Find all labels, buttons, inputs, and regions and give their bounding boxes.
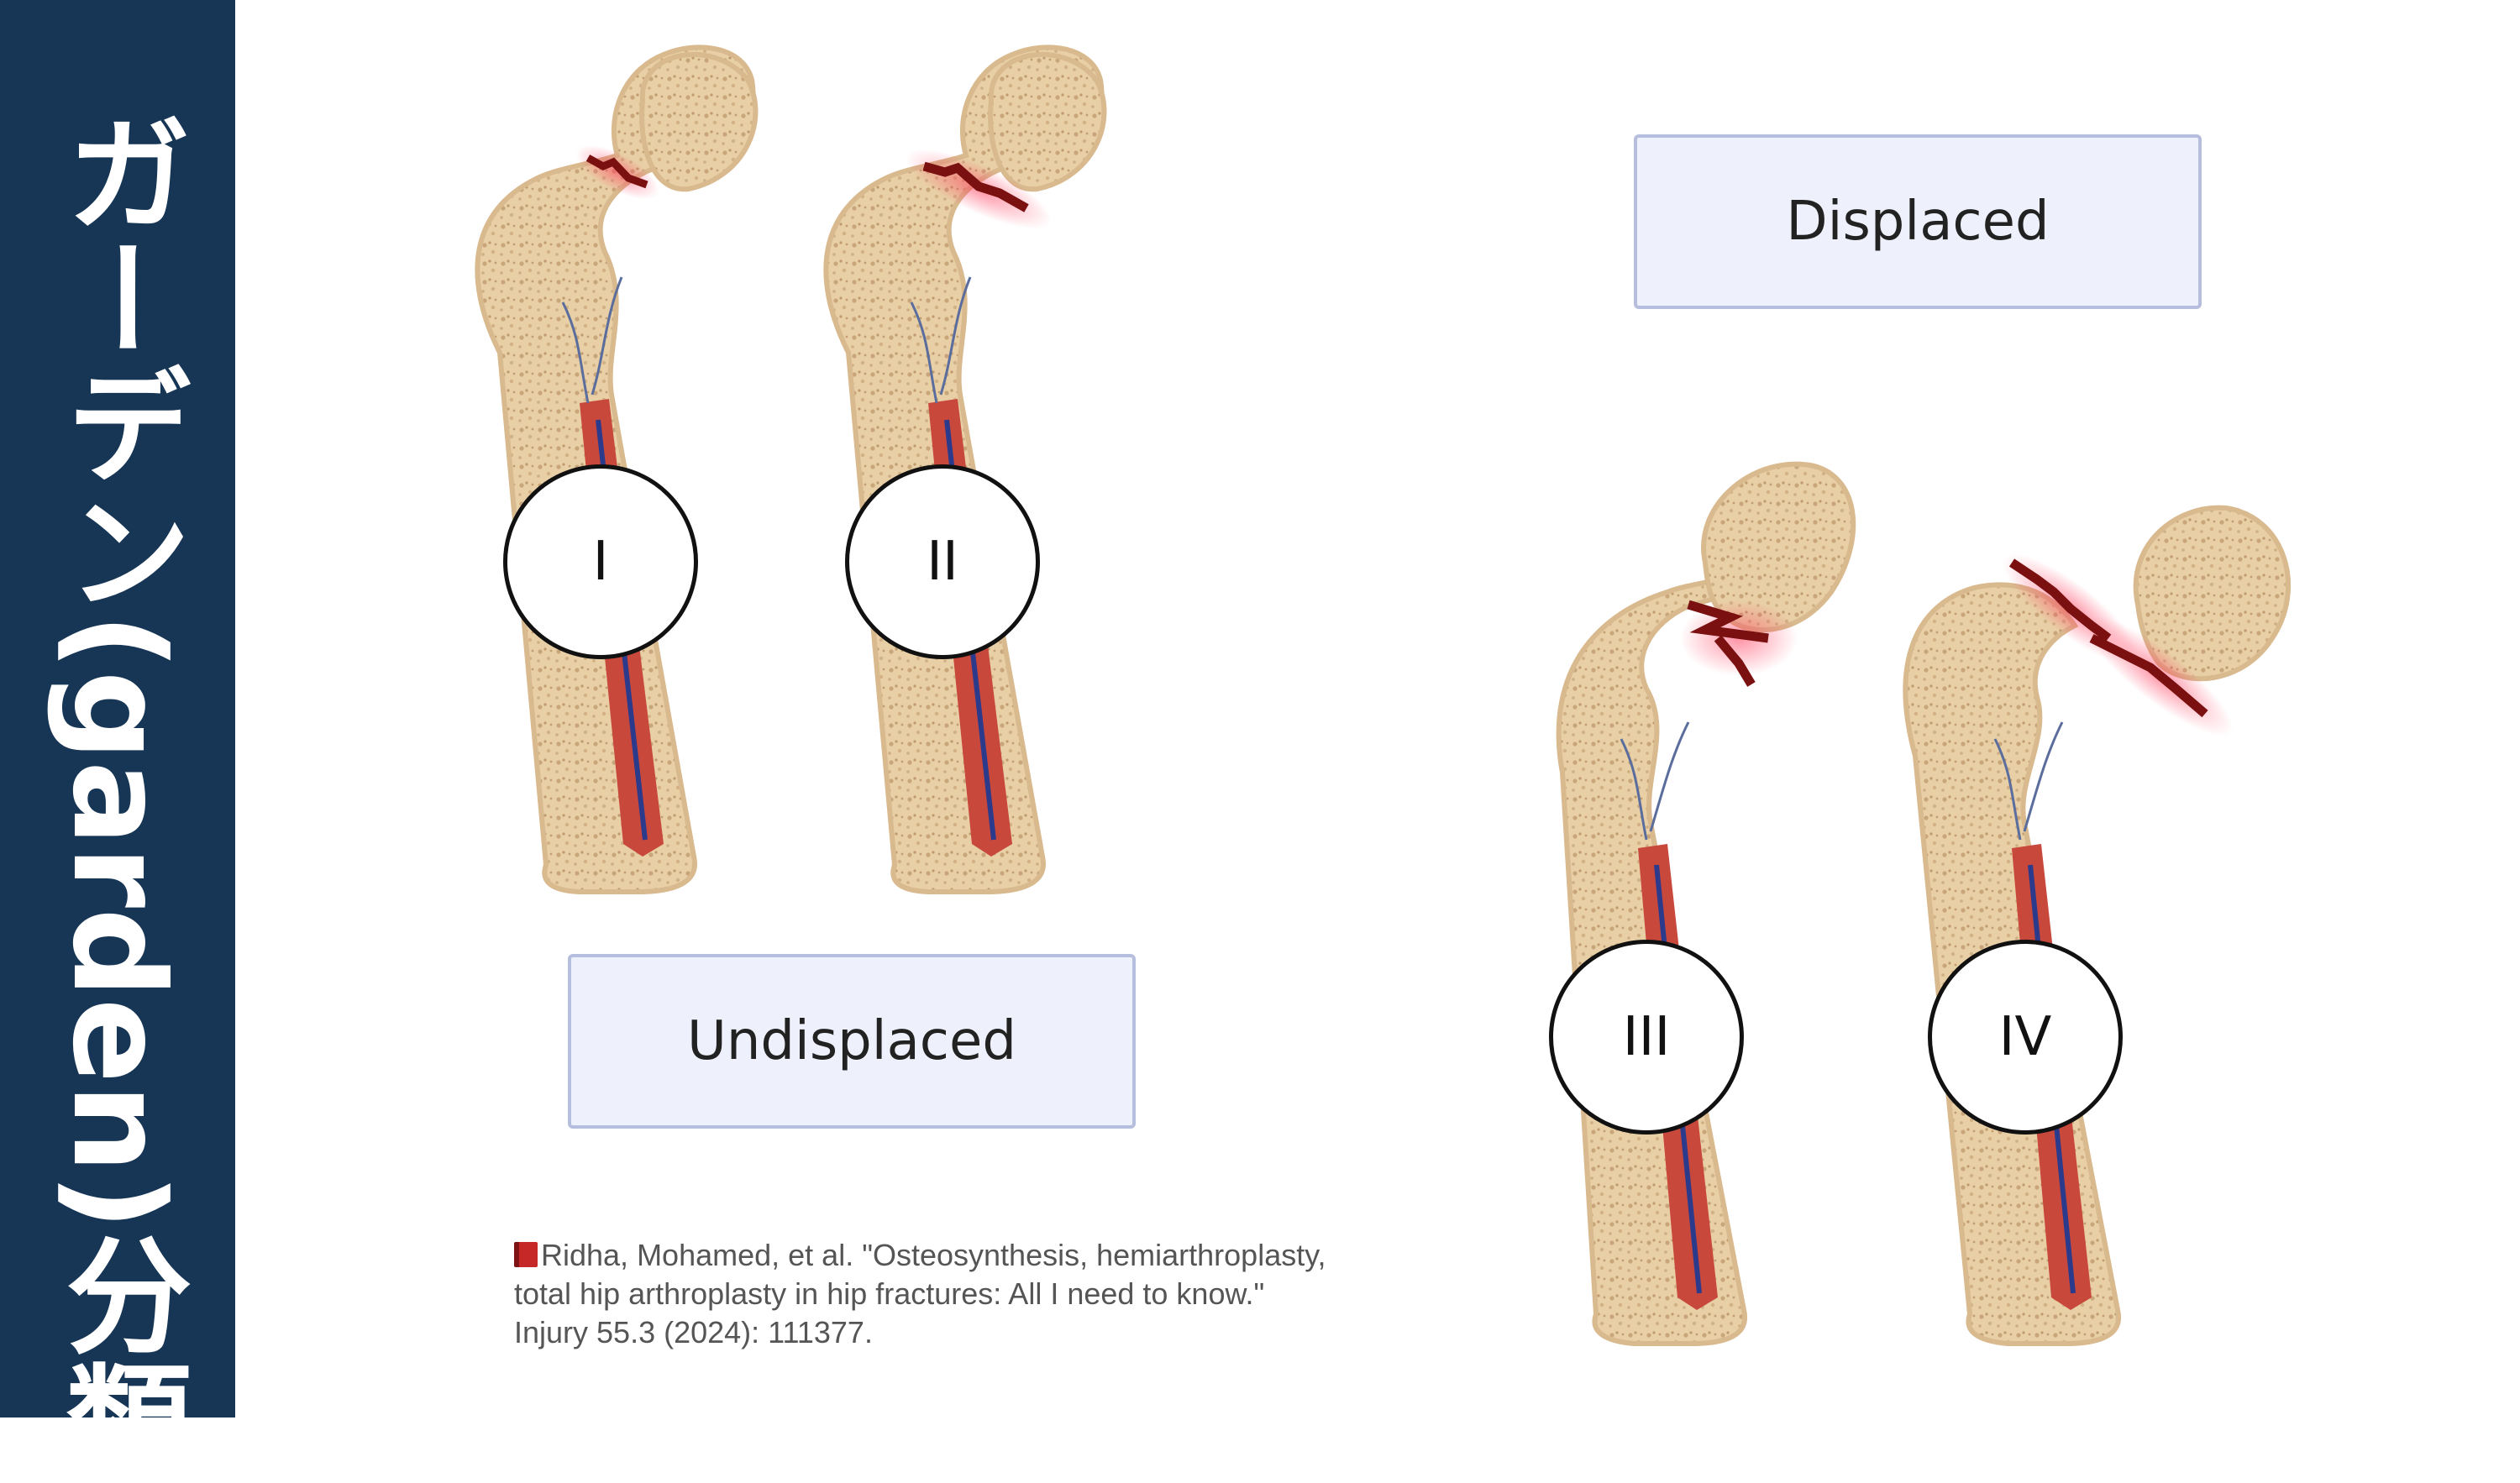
grade-4-badge: IV bbox=[1928, 940, 2123, 1135]
citation-line-1: Ridha, Mohamed, et al. "Osteosynthesis, … bbox=[514, 1236, 1421, 1275]
sidebar: ガーデン(garden)分類 bbox=[0, 0, 235, 1483]
femoral-head bbox=[988, 51, 1107, 192]
femur-grade-4 bbox=[1903, 505, 2292, 1346]
displaced-label: Displaced bbox=[1634, 134, 2202, 309]
fracture-line bbox=[2008, 558, 2112, 642]
femur-grade-3 bbox=[1556, 461, 1856, 1346]
fracture-line bbox=[585, 155, 648, 189]
nutrient-vessels bbox=[910, 276, 972, 404]
citation: Ridha, Mohamed, et al. "Osteosynthesis, … bbox=[514, 1236, 1421, 1352]
citation-line-3: Injury 55.3 (2024): 111377. bbox=[514, 1315, 873, 1349]
fracture-line bbox=[1687, 600, 1769, 687]
fracture-line bbox=[922, 161, 1029, 212]
grade-3-badge: III bbox=[1549, 940, 1744, 1135]
nutrient-vessels bbox=[561, 276, 623, 404]
page-title: ガーデン(garden)分類 bbox=[45, 109, 191, 1483]
citation-line-2: total hip arthroplasty in hip fractures:… bbox=[514, 1276, 1265, 1311]
femoral-head bbox=[639, 51, 759, 192]
nutrient-vessels bbox=[1620, 721, 1690, 841]
fracture-line bbox=[2089, 634, 2208, 718]
grade-2-badge: II bbox=[845, 464, 1040, 659]
book-icon bbox=[514, 1242, 538, 1267]
undisplaced-label: Undisplaced bbox=[568, 954, 1136, 1129]
grade-1-badge: I bbox=[503, 464, 698, 659]
nutrient-vessels bbox=[1993, 721, 2064, 841]
